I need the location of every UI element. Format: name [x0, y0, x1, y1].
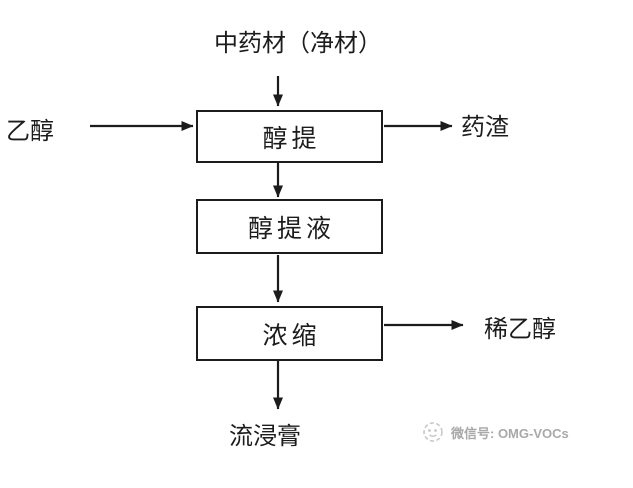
label-residue-output: 药渣	[461, 115, 509, 141]
node-alcohol-extraction: 醇提	[196, 110, 383, 163]
watermark: 微信号: OMG-VOCs	[422, 421, 569, 443]
watermark-text: 微信号: OMG-VOCs	[451, 425, 569, 441]
label-ethanol-input: 乙醇	[6, 119, 54, 145]
node-alcohol-extract-liquid: 醇提液	[196, 199, 383, 254]
label-fluid-extract-output: 流浸膏	[229, 424, 301, 450]
label-raw-material: 中药材（净材）	[214, 31, 382, 57]
label-dilute-ethanol-output: 稀乙醇	[484, 317, 556, 343]
node-concentration: 浓缩	[196, 306, 383, 361]
wechat-logo-icon	[423, 422, 443, 442]
